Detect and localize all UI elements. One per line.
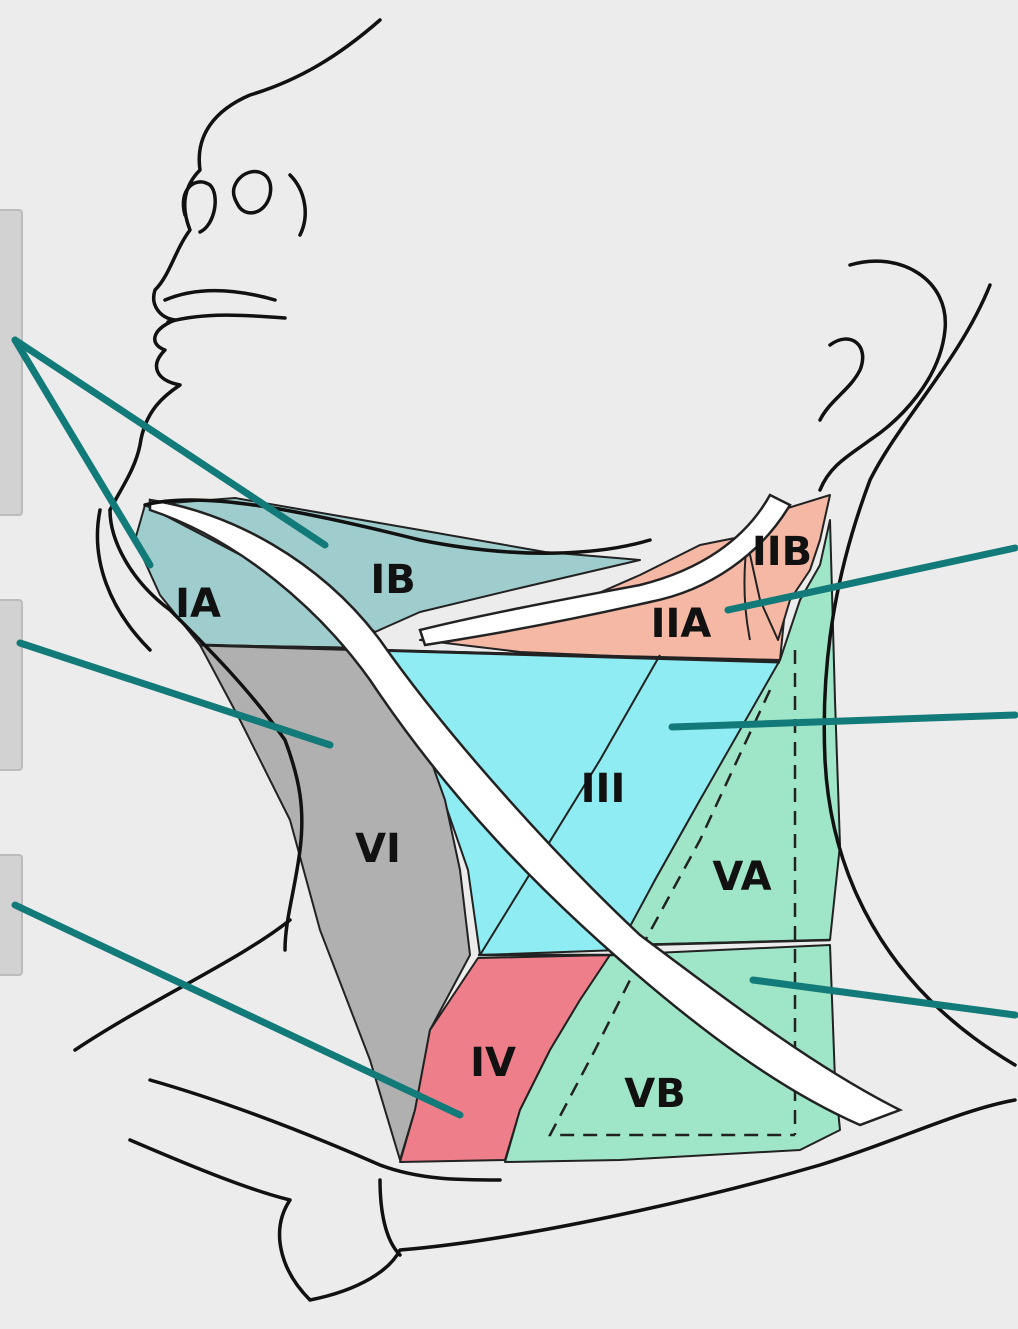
label-IIA: IIA	[651, 601, 712, 647]
label-III: III	[581, 766, 626, 812]
label-IA: IA	[175, 581, 221, 627]
label-VA: VA	[712, 854, 771, 900]
label-IV: IV	[470, 1040, 516, 1086]
face-profile-outline	[110, 20, 380, 510]
side-tab-top	[0, 210, 22, 515]
leader-IA	[15, 340, 150, 565]
label-VI: VI	[355, 826, 401, 872]
ear-inner	[820, 339, 863, 420]
side-tab-middle	[0, 600, 22, 770]
eye-outline	[234, 172, 271, 213]
neck-back-outline	[824, 285, 1015, 1065]
side-tab-bottom	[0, 855, 22, 975]
label-IB: IB	[370, 557, 415, 603]
lips-outline	[165, 291, 285, 322]
label-IIB: IIB	[752, 529, 812, 575]
label-VB: VB	[624, 1071, 685, 1117]
cheek-curve	[290, 175, 305, 235]
